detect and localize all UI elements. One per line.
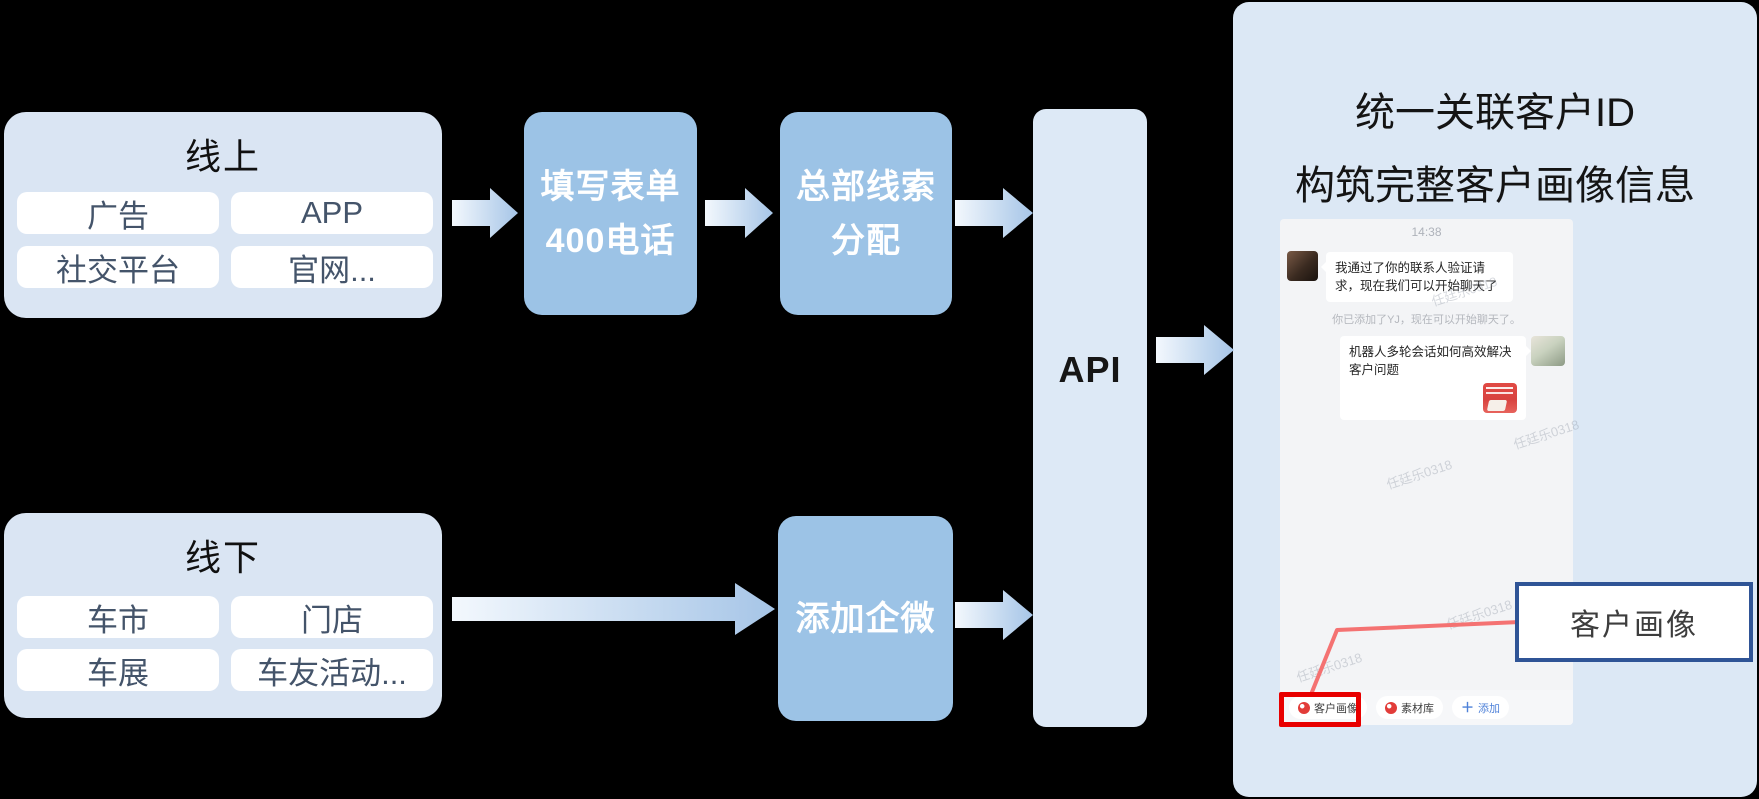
customer-profile-callout: 客户画像 [1515, 582, 1753, 662]
highlight-rectangle [1279, 692, 1361, 727]
panel-title-line1: 统一关联客户ID [1355, 91, 1635, 135]
chat-timestamp: 14:38 [1411, 225, 1442, 239]
user-avatar [1531, 336, 1565, 366]
chip-ads: 广告 [17, 192, 219, 234]
plus-icon: ＋ [1461, 700, 1475, 715]
chip-app: APP [231, 192, 433, 234]
arrow-api-to-panel [1156, 325, 1234, 375]
chip-car-show: 车展 [17, 649, 219, 691]
material-library-button-label: 素材库 [1401, 702, 1434, 715]
outgoing-message-text: 机器人多轮会话如何高效解决客户问题 [1349, 345, 1512, 377]
app-logo-icon [1385, 701, 1397, 714]
add-wecom-box: 添加企微 [778, 516, 953, 721]
link-card-thumbnail [1483, 383, 1517, 413]
system-message: 你已添加了YJ，现在可以开始聊天了。 [1332, 314, 1521, 326]
api-box: API [1033, 109, 1147, 727]
customer-profile-button[interactable]: 客户画像 [1289, 696, 1367, 719]
online-sources-box: 线上 广告 APP 社交平台 官网... [4, 112, 442, 318]
hq-box-line1: 总部线索 [796, 167, 936, 206]
incoming-message-bubble: 我通过了你的联系人验证请求，现在我们可以开始聊天了 [1321, 252, 1513, 302]
app-logo-icon [1298, 701, 1310, 714]
arrow-hq-to-api [955, 188, 1033, 238]
offline-sources-box: 线下 车市 门店 车展 车友活动... [4, 513, 442, 718]
form-box-line1: 填写表单 [540, 167, 681, 206]
contact-avatar [1287, 251, 1318, 281]
chip-car-market: 车市 [17, 596, 219, 638]
wechat-chat-screenshot: 14:38 我通过了你的联系人验证请求，现在我们可以开始聊天了 你已添加了YJ，… [1280, 219, 1581, 725]
material-library-button[interactable]: 素材库 [1376, 696, 1443, 719]
form-400-box: 填写表单 400电话 [524, 112, 697, 315]
api-label: API [1058, 349, 1122, 390]
offline-box-title: 线下 [184, 537, 261, 578]
arrow-form-to-hq [705, 188, 773, 238]
arrow-wecom-to-api [955, 590, 1033, 640]
add-button[interactable]: ＋ 添加 [1452, 696, 1510, 719]
outgoing-message-bubble: 机器人多轮会话如何高效解决客户问题 [1340, 336, 1531, 420]
hq-lead-distribution-box: 总部线索 分配 [780, 112, 952, 315]
arrow-offline-to-wecom [452, 583, 775, 635]
wecom-box-label: 添加企微 [795, 599, 936, 638]
chip-fan-events: 车友活动... [231, 649, 433, 691]
arrow-online-to-form [452, 188, 518, 238]
panel-title-line2: 构筑完整客户画像信息 [1295, 164, 1695, 208]
form-box-line2: 400电话 [545, 221, 676, 260]
chip-official-site: 官网... [231, 246, 433, 288]
chip-social: 社交平台 [17, 246, 219, 288]
callout-connector-line [1310, 620, 1522, 694]
online-box-title: 线上 [184, 136, 261, 177]
hq-box-line2: 分配 [831, 221, 901, 260]
customer-profile-button-label: 客户画像 [1314, 702, 1358, 715]
chip-store: 门店 [231, 596, 433, 638]
add-button-label: 添加 [1478, 702, 1501, 715]
watermark-text: 任廷乐0318 [1384, 456, 1454, 493]
